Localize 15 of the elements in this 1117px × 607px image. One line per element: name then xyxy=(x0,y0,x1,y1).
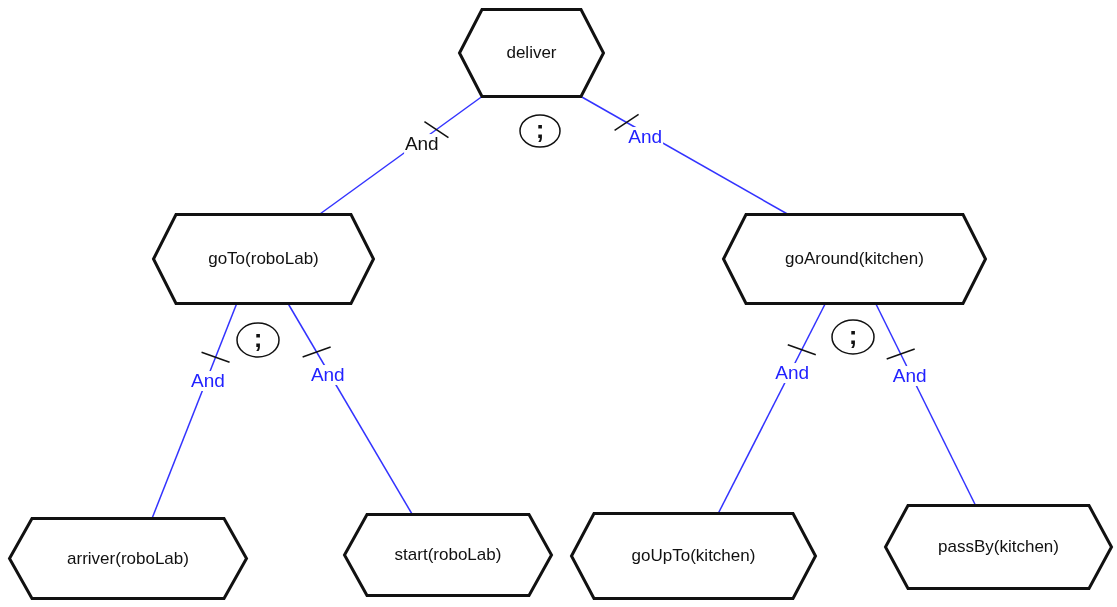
operator-symbol: ; xyxy=(848,322,858,348)
task-name: start(roboLab) xyxy=(394,545,502,565)
edge-label: And xyxy=(309,365,346,385)
edge-label: And xyxy=(891,366,928,387)
edge-label: And xyxy=(190,370,226,391)
edge-label: And xyxy=(403,134,440,155)
task-name: goTo(roboLab) xyxy=(208,249,319,269)
task-name: deliver xyxy=(506,43,557,63)
task-name: goUpTo(kitchen) xyxy=(631,546,756,566)
task-name: passBy(kitchen) xyxy=(938,537,1059,557)
task-name: arriver(roboLab) xyxy=(67,548,189,569)
task-name: goAround(kitchen) xyxy=(785,249,924,269)
operator-symbol: ; xyxy=(253,325,263,351)
operator-symbol: ; xyxy=(535,116,545,142)
edge-label: And xyxy=(774,362,811,383)
